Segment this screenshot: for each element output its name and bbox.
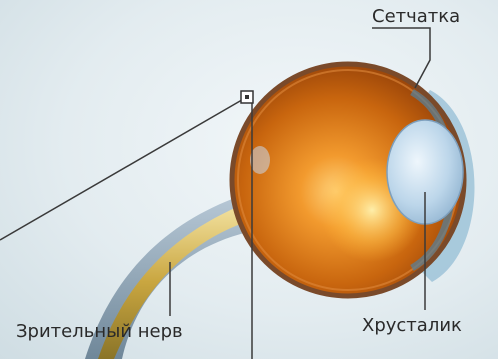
lens-label: Хрусталик xyxy=(362,317,462,335)
blind-spot-highlight xyxy=(250,146,270,174)
pointer-marker-dot xyxy=(245,95,249,99)
retina-label: Сетчатка xyxy=(372,8,460,26)
optic-nerve-label: Зрительный нерв xyxy=(16,323,183,341)
